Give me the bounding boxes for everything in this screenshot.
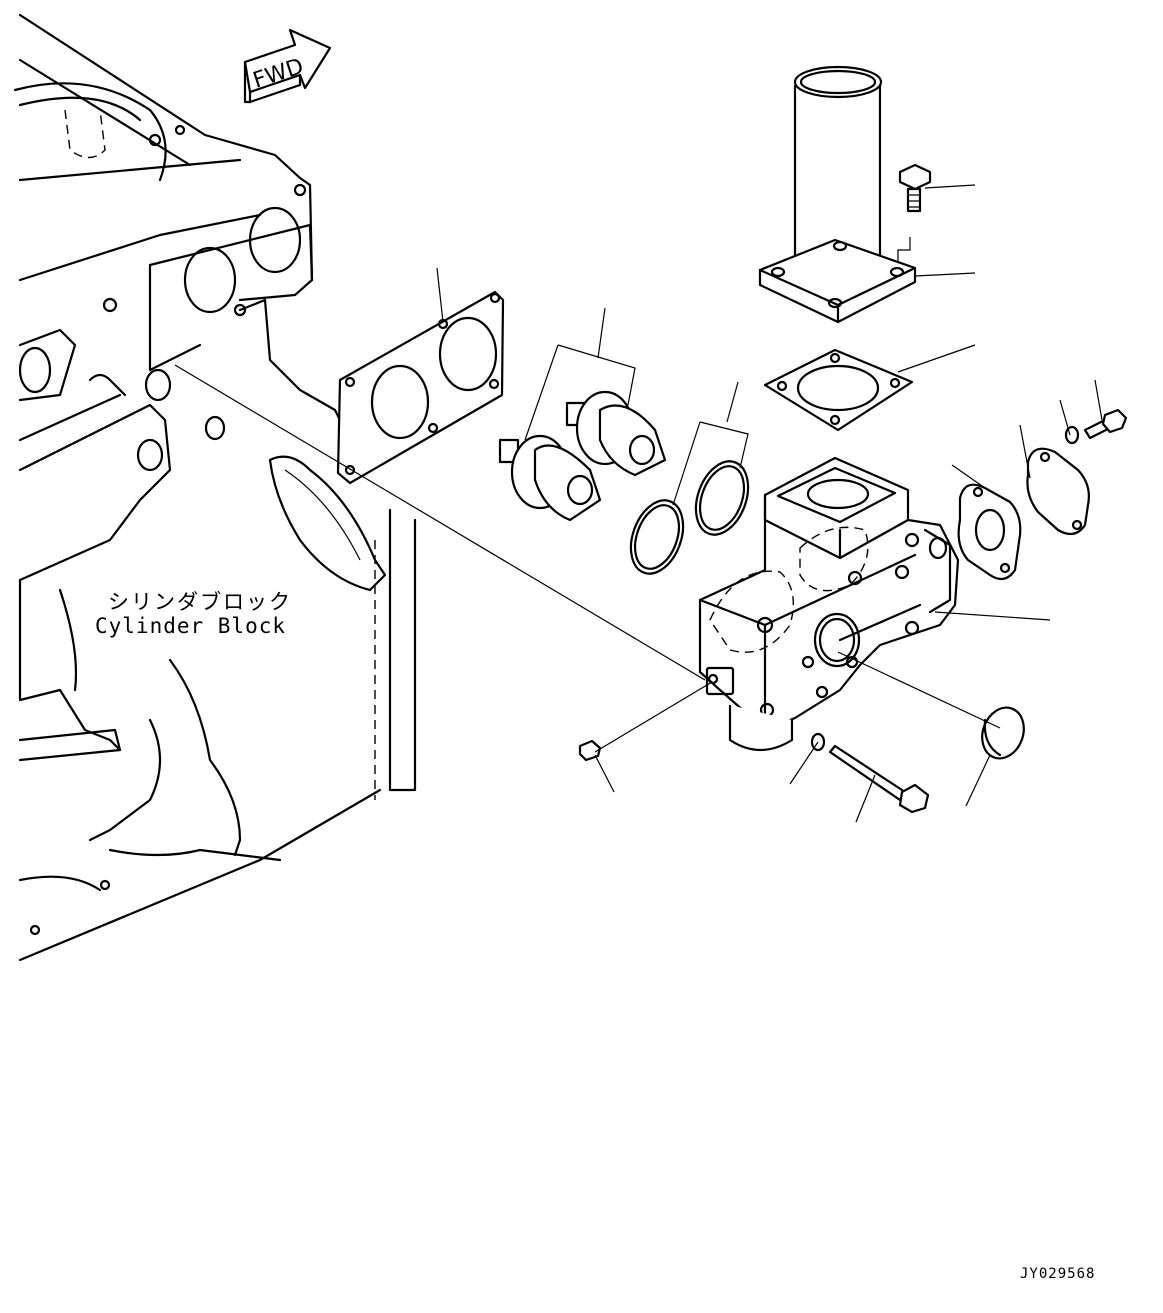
housing-cap xyxy=(981,706,1025,760)
flange-gasket xyxy=(763,348,914,432)
thermostat-housing-gasket xyxy=(336,290,505,485)
pipe-bolt xyxy=(898,163,932,213)
cylinder-block-label-japanese: シリンダブロック xyxy=(108,590,292,614)
seal-ring-right xyxy=(694,460,750,536)
cover-bolt xyxy=(1083,408,1128,440)
thermostat-right xyxy=(565,390,667,477)
fwd-arrow-icon: FWD xyxy=(243,28,332,104)
thermostat-left xyxy=(498,434,602,522)
seal-ring-left xyxy=(629,499,685,575)
cylinder-block xyxy=(13,13,417,962)
cover-gasket xyxy=(957,483,1022,581)
cylinder-block-label-english: Cylinder Block xyxy=(95,614,287,638)
leader-lines xyxy=(174,184,1103,823)
thermostat-housing xyxy=(698,456,960,751)
water-outlet-pipe xyxy=(758,65,917,324)
long-bolt xyxy=(828,744,930,814)
cover-plate xyxy=(1026,447,1090,536)
figure-id: JY029568 xyxy=(1020,1266,1096,1282)
